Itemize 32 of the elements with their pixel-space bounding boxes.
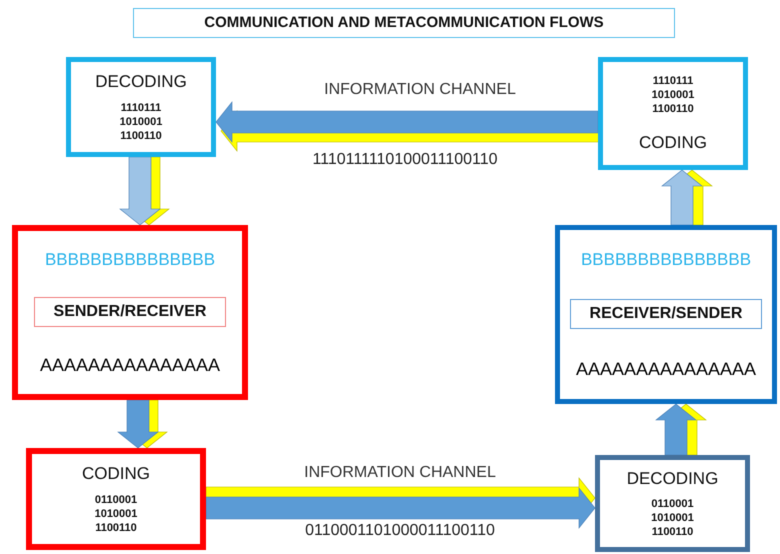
double-arrow: [206, 477, 596, 529]
box-heading: DECODING: [95, 70, 187, 92]
binary-code: 0110001 1010001 1100110: [94, 493, 138, 536]
title-box: COMMUNICATION AND METACOMMUNICATION FLOWS: [133, 8, 675, 38]
role-label: SENDER/RECEIVER: [54, 302, 206, 322]
letter-sequence: BBBBBBBBBBBBBBB: [580, 248, 752, 270]
binary-sequence: 0110001101000011100110: [305, 521, 495, 541]
role-box: [570, 298, 762, 329]
code-box: [598, 57, 748, 170]
code-box: [66, 57, 216, 157]
code-box: [595, 455, 750, 552]
code-box: [26, 448, 206, 550]
role-panel: [12, 225, 248, 400]
role-panel: [555, 225, 777, 404]
role-box: [34, 296, 226, 327]
double-arrow: [661, 170, 713, 226]
binary-code: 0110001 1010001 1100110: [650, 497, 695, 540]
binary-code: 1110111 1010001 1100110: [118, 101, 164, 144]
edge-label: INFORMATION CHANNEL: [324, 80, 516, 100]
binary-sequence: 1110111110100011100110: [312, 150, 498, 170]
box-heading: DECODING: [626, 468, 718, 490]
letter-sequence: AAAAAAAAAAAAAAA: [576, 358, 756, 380]
letter-sequence: AAAAAAAAAAAAAAA: [40, 354, 220, 376]
double-arrow: [655, 404, 707, 456]
role-label: RECEIVER/SENDER: [590, 304, 742, 324]
box-heading: CODING: [82, 462, 150, 484]
edge-label: INFORMATION CHANNEL: [304, 463, 496, 483]
box-heading: CODING: [639, 132, 707, 154]
double-arrow: [119, 156, 170, 226]
binary-code: 1110111 1010001 1100110: [650, 74, 696, 116]
letter-sequence: BBBBBBBBBBBBBBB: [44, 248, 216, 270]
double-arrow: [117, 400, 168, 448]
